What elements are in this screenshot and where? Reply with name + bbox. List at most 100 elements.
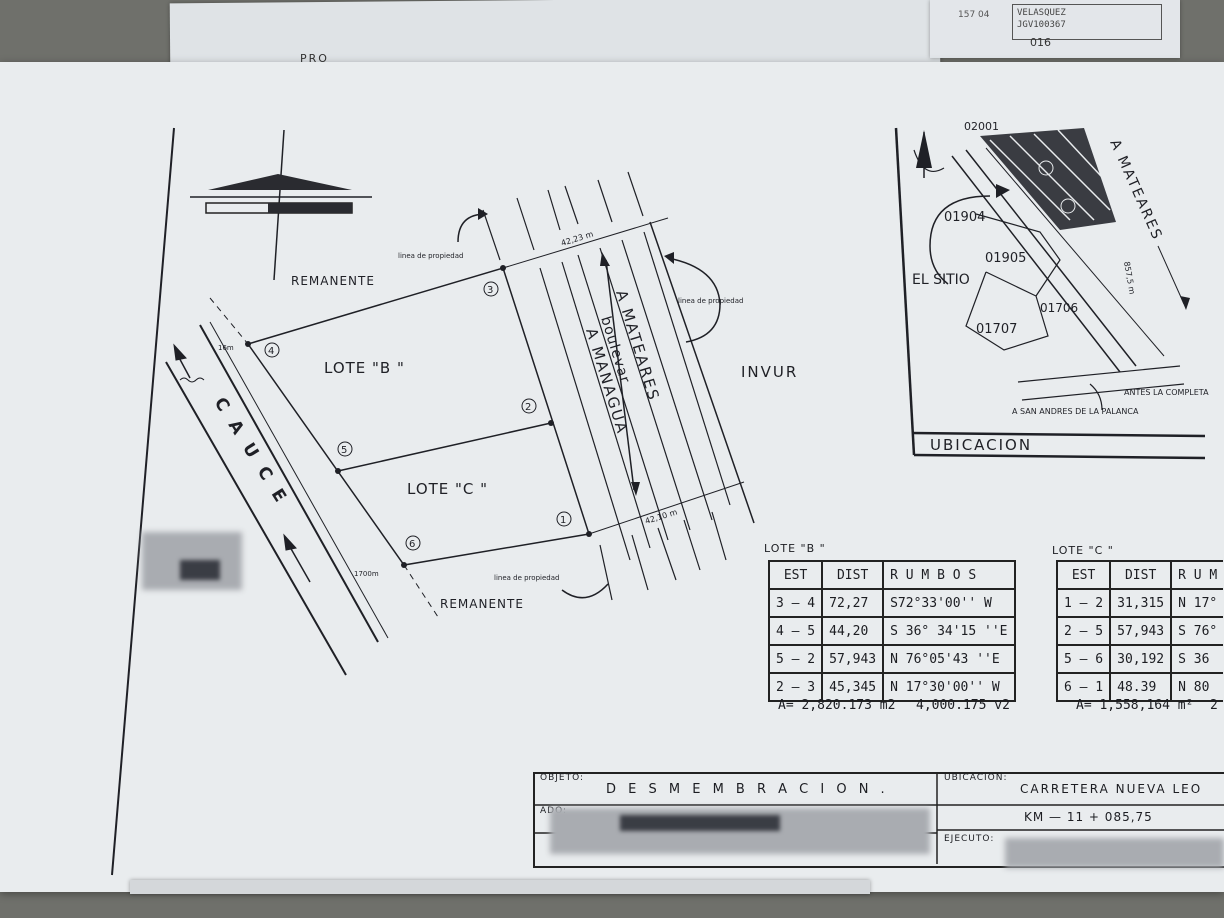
table-c-header: EST: [1055, 560, 1112, 590]
table-cell: 57,943: [821, 644, 885, 674]
table-cell: 6 — 1: [1055, 672, 1112, 702]
table-cell: 31,315: [1109, 588, 1173, 618]
table-row: 2 — 3 45,345 N 17°30'00'' W: [767, 672, 1016, 702]
location-a-san-andres: A SAN ANDRES DE LA PALANCA: [1012, 407, 1139, 416]
table-cell: 30,192: [1109, 644, 1173, 674]
table-c-header: DIST: [1109, 560, 1173, 590]
dimension-left-bottom: 1700m: [354, 570, 379, 578]
bg-name: VELASQUEZ: [1017, 8, 1066, 18]
table-cell: 5 — 2: [767, 644, 824, 674]
table-c-caption: LOTE "C ": [1052, 544, 1114, 557]
table-cell: 4 — 5: [767, 616, 824, 646]
table-cell: 5 — 6: [1055, 644, 1112, 674]
location-lot-01904: 01904: [944, 210, 985, 225]
remanente-bottom-label: REMANENTE: [440, 597, 524, 611]
table-row: 4 — 5 44,20 S 36° 34'15 ''E: [767, 616, 1016, 646]
background-code: 157 04: [958, 10, 990, 20]
table-cell: 44,20: [821, 616, 885, 646]
table-b-header: EST: [767, 560, 824, 590]
table-row: 3 — 4 72,27 S72°33'00'' W: [767, 588, 1016, 618]
table-row: 2 — 5 57,943 S 76°: [1055, 616, 1224, 646]
linea-propiedad-3: linea de propiedad: [494, 574, 559, 582]
table-cell: N 17°: [1170, 588, 1224, 618]
linea-propiedad-2: linea de propiedad: [678, 297, 743, 305]
location-a-mateares: A MATEARES: [1106, 137, 1165, 243]
location-lot-01706: 01706: [1040, 301, 1078, 315]
bg-code: JGV100367: [1017, 20, 1066, 30]
bottom-paper-edge: [130, 880, 870, 894]
station-4: 4: [268, 346, 274, 357]
station-markers: [245, 265, 592, 568]
background-sheet-right: [930, 0, 1180, 58]
table-cell: 3 — 4: [767, 588, 824, 618]
background-fragment: PRO: [300, 52, 329, 65]
table-cell: 57,943: [1109, 616, 1173, 646]
remanente-top-label: REMANENTE: [291, 274, 375, 288]
table-cell: 72,27: [821, 588, 885, 618]
table-cell: N 80: [1170, 672, 1224, 702]
road-boulevard: [482, 171, 731, 601]
invur-label: INVUR: [741, 363, 798, 381]
table-lote-b: EST DIST R U M B O S 3 — 4 72,27 S72°33'…: [767, 560, 1016, 702]
table-row: 1 — 2 31,315 N 17°: [1055, 588, 1224, 618]
table-cell: S72°33'00'' W: [882, 588, 1016, 618]
cauce-label: C A U C E: [210, 394, 292, 509]
dimension-left-top: 16m: [218, 344, 234, 352]
title-block: [533, 772, 1224, 868]
ubicacion-value: CARRETERA NUEVA LEO: [1020, 782, 1203, 796]
station-1: 1: [560, 515, 566, 526]
table-cell: 2 — 3: [767, 672, 824, 702]
table-cell: S 36: [1170, 644, 1224, 674]
location-el-sitio: EL SITIO: [912, 272, 970, 288]
table-cell: N 17°30'00'' W: [882, 672, 1016, 702]
redaction-blur: [1005, 838, 1224, 868]
table-b-area: A= 2,820.173 m2: [778, 698, 896, 713]
location-title: UBICACION: [930, 436, 1032, 454]
table-cell: 2 — 5: [1055, 616, 1112, 646]
table-c-area: A= 1,558,164 m²: [1076, 698, 1194, 713]
north-arrow-symbol: [190, 129, 372, 281]
cauce-channel: [165, 321, 389, 676]
table-cell: 48.39: [1109, 672, 1173, 702]
table-cell: 45,345: [821, 672, 885, 702]
location-lot-01905: 01905: [985, 251, 1026, 266]
table-row: 5 — 2 57,943 N 76°05'43 ''E: [767, 644, 1016, 674]
station-6: 6: [409, 539, 415, 550]
table-row: 6 — 1 48.39 N 80: [1055, 672, 1224, 702]
table-c-area-fragment: 2: [1210, 698, 1218, 713]
station-2: 2: [525, 402, 531, 413]
table-b-header: R U M B O S: [882, 560, 1016, 590]
linea-propiedad-1: linea de propiedad: [398, 252, 463, 260]
table-c-header: R U M: [1170, 560, 1224, 590]
table-b-header: DIST: [821, 560, 885, 590]
table-cell: 1 — 2: [1055, 588, 1112, 618]
lote-b-label: LOTE "B ": [324, 359, 405, 377]
redaction-blur: [180, 560, 220, 580]
objeto-value: D E S M E M B R A C I O N .: [606, 782, 889, 797]
table-row: 5 — 6 30,192 S 36: [1055, 644, 1224, 674]
dimension-bottom: 42,10 m: [644, 508, 679, 526]
table-b-caption: LOTE "B ": [764, 542, 826, 555]
table-cell: S 76°: [1170, 616, 1224, 646]
survey-sheet: [0, 62, 1224, 892]
table-lote-c: EST DIST R U M 1 — 2 31,315 N 17° 2 — 5 …: [1055, 560, 1224, 702]
lote-c-label: LOTE "C ": [407, 480, 488, 498]
page-tag: 016: [1030, 36, 1051, 49]
objeto-label: OBJETO:: [540, 773, 585, 783]
table-cell: N 76°05'43 ''E: [882, 644, 1016, 674]
location-distance: 857,5 m: [1122, 261, 1137, 296]
location-top-fragment: 02001: [964, 120, 999, 133]
redaction-blur: [620, 815, 780, 831]
location-lot-01707: 01707: [976, 322, 1017, 337]
road-direction-arrow: [600, 252, 640, 496]
km-value: KM — 11 + 085,75: [1024, 810, 1153, 824]
location-antes-la-completa: ANTES LA COMPLETA: [1124, 388, 1209, 397]
table-cell: S 36° 34'15 ''E: [882, 616, 1016, 646]
station-5: 5: [341, 445, 347, 456]
table-b-area-varas: 4,000.175 v2: [916, 698, 1010, 713]
ubicacion-label: UBICACION:: [944, 773, 1008, 783]
background-top-right-block: VELASQUEZ JGV100367: [1012, 4, 1162, 40]
location-map: [894, 127, 1206, 460]
station-labels: [264, 281, 572, 551]
ejecuto-label: EJECUTO:: [944, 834, 995, 844]
